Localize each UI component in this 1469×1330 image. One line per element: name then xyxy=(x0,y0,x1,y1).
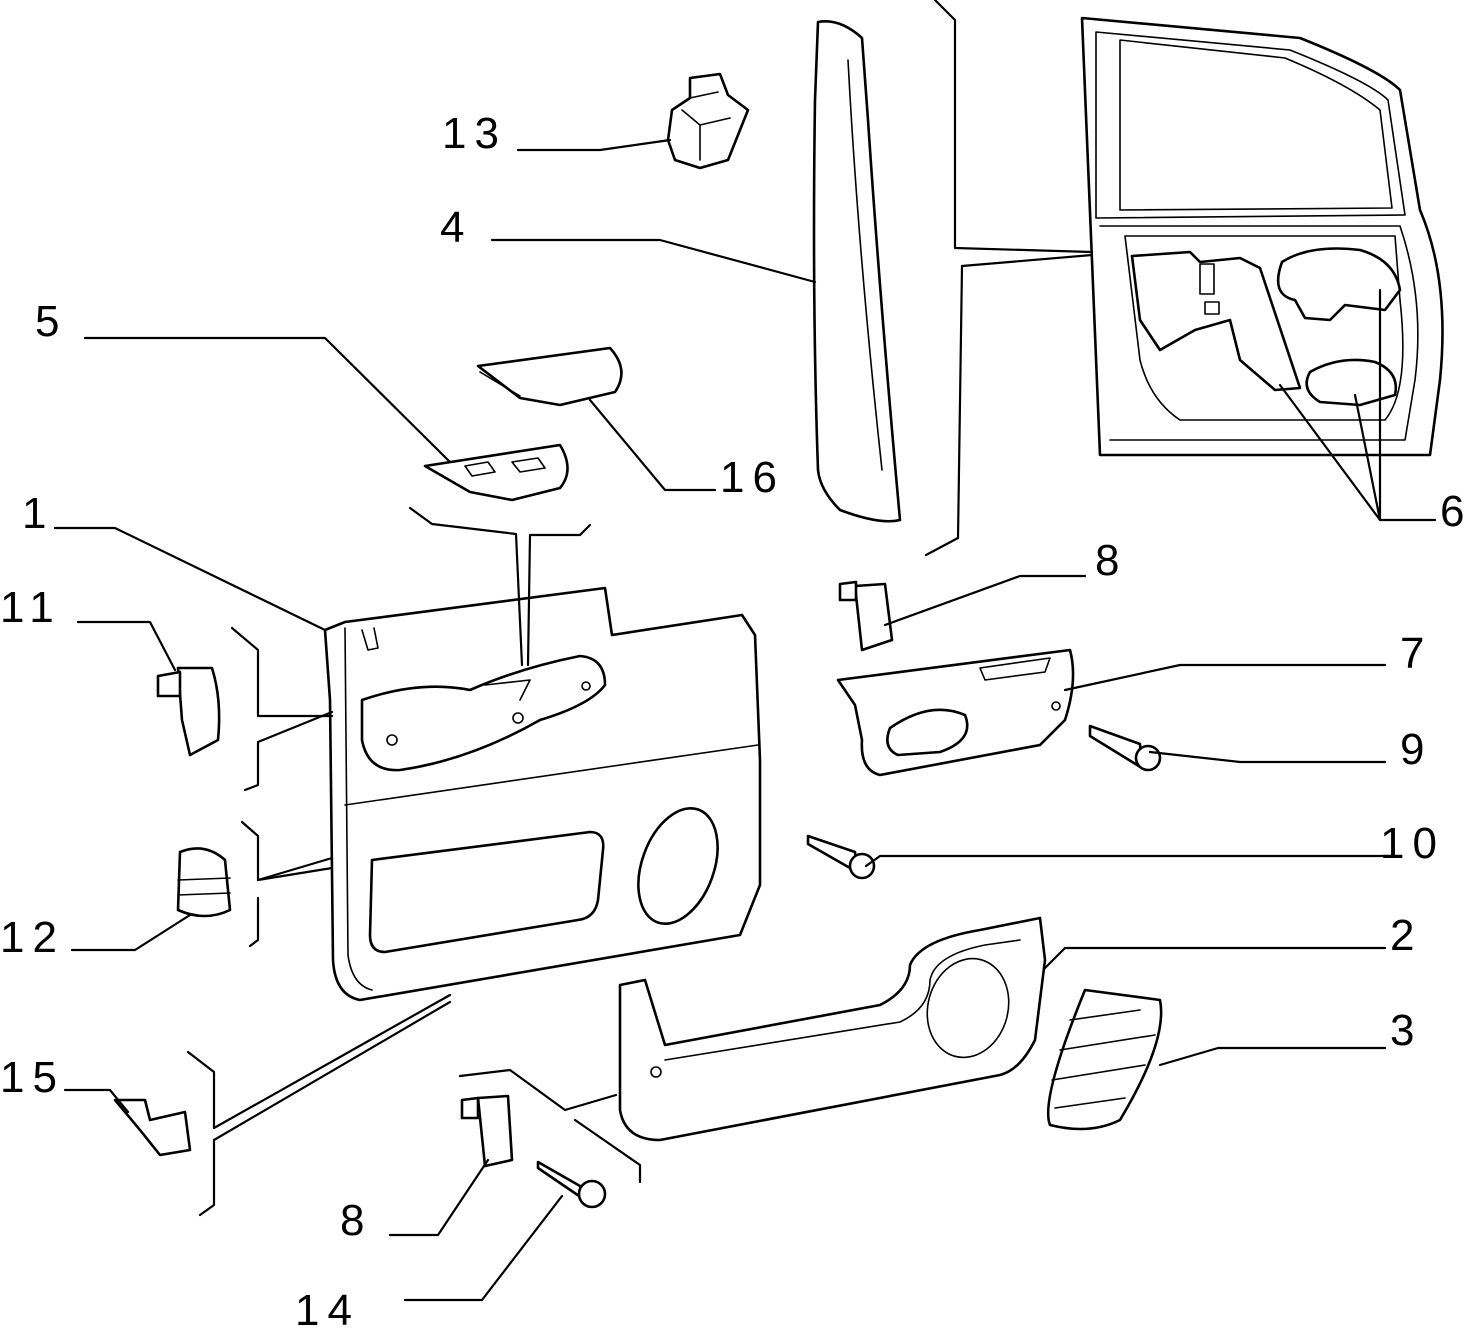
cap-part-16 xyxy=(476,346,623,407)
screw-part-9 xyxy=(1088,724,1162,772)
callout-6: 6 xyxy=(1440,487,1469,536)
fastener-part-12 xyxy=(176,847,232,918)
clip-part-8-upper xyxy=(838,580,894,652)
callout-5: 5 xyxy=(35,297,67,346)
callout-16: 16 xyxy=(720,453,785,502)
callout-1: 1 xyxy=(22,489,54,538)
clip-part-13 xyxy=(666,72,750,170)
callout-15: 15 xyxy=(0,1053,65,1102)
door-panel xyxy=(323,586,762,1002)
leader-lines xyxy=(53,0,1437,1302)
callout-3: 3 xyxy=(1390,1006,1422,1055)
callout-8-upper: 8 xyxy=(1095,536,1127,585)
callout-7: 7 xyxy=(1400,629,1432,678)
callout-10: 10 xyxy=(1380,819,1445,868)
callout-11: 11 xyxy=(0,583,62,632)
lower-trim-part-2 xyxy=(618,916,1047,1142)
callout-2: 2 xyxy=(1390,911,1422,960)
push-clip-part-15 xyxy=(113,1098,192,1157)
screw-part-10 xyxy=(806,834,876,880)
callout-14: 14 xyxy=(295,1286,360,1330)
callout-12: 12 xyxy=(0,913,65,962)
callout-13: 13 xyxy=(442,109,507,158)
clip-part-8-lower xyxy=(460,1094,514,1168)
callout-4: 4 xyxy=(440,203,472,252)
door-frame xyxy=(1080,16,1444,457)
speaker-grille-part-3 xyxy=(1046,988,1163,1131)
clip-part-11 xyxy=(156,666,221,757)
callout-labels: 13 4 5 16 1 11 12 15 8 8 7 9 10 2 3 6 14 xyxy=(0,109,1469,1330)
cap-part-5 xyxy=(423,443,569,502)
pillar-trim xyxy=(812,20,902,523)
armrest-part-7 xyxy=(836,648,1075,777)
callout-8-lower: 8 xyxy=(340,1196,372,1245)
screw-part-14 xyxy=(536,1160,607,1209)
callout-9: 9 xyxy=(1400,725,1432,774)
